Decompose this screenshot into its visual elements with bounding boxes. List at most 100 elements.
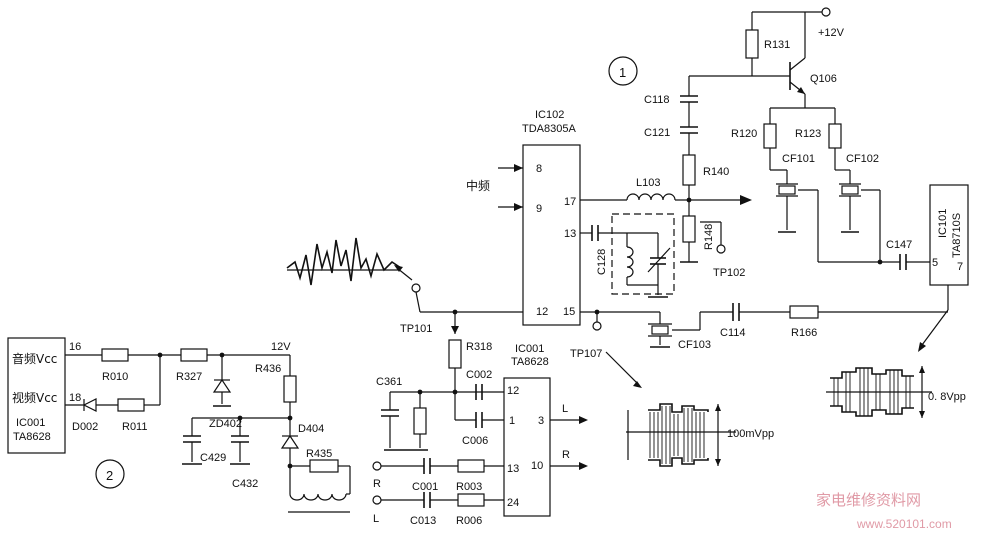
test-point-tp101 [411, 283, 421, 293]
label-q106: Q106 [810, 73, 837, 85]
label-d002: D002 [72, 421, 98, 433]
ic001-pin-3: 3 [538, 415, 544, 427]
ceramic-filter-cf102 [841, 185, 859, 195]
label-c001: C001 [412, 481, 438, 493]
ic102-pin-8: 8 [536, 163, 542, 175]
zener-zd402 [212, 378, 232, 393]
diode-d002 [82, 398, 97, 412]
ic001-pin-1: 1 [509, 415, 515, 427]
label-r010: R010 [102, 371, 128, 383]
label-0-8vpp: 0. 8Vpp [928, 391, 966, 403]
label-r327: R327 [176, 371, 202, 383]
label-c006: C006 [462, 435, 488, 447]
label-r436: R436 [255, 363, 281, 375]
label-c121: C121 [644, 127, 670, 139]
test-point-tp107 [592, 321, 602, 331]
resistor-r318 [448, 339, 462, 369]
resistor-r003 [457, 459, 485, 473]
ic001-left-pin-16: 16 [69, 341, 81, 353]
supply-12v-top: +12V [818, 27, 845, 39]
ic001-left-pin-18: 18 [69, 392, 81, 404]
label-tp102: TP102 [713, 267, 745, 279]
label-r003: R003 [456, 481, 482, 493]
resistor-r010 [101, 348, 129, 362]
ic102-pin-17: 17 [564, 196, 576, 208]
ic101-name: IC101 [937, 209, 949, 238]
resistor-r148 [682, 215, 696, 243]
resistor-r436 [283, 375, 297, 403]
ic001-right-box [503, 377, 551, 517]
input-jack-l [372, 495, 382, 505]
label-l-in: L [373, 513, 379, 525]
label-c114: C114 [720, 327, 745, 339]
section-marker-2 [95, 459, 125, 489]
ic102-pin-15: 15 [563, 306, 575, 318]
ic001-pin-12: 12 [507, 385, 519, 397]
ic001-right-part: TA8628 [511, 356, 549, 368]
label-cf103: CF103 [678, 339, 711, 351]
section-marker-1-label: 1 [619, 65, 626, 80]
resistor-r166 [789, 305, 819, 319]
label-if-input: 中频 [466, 178, 490, 193]
label-r011: R011 [122, 421, 147, 433]
resistor-c361-bias [413, 407, 427, 435]
label-zd402: ZD402 [209, 418, 242, 430]
label-l103: L103 [636, 177, 660, 189]
label-r-in: R [373, 478, 381, 490]
label-c432: C432 [232, 478, 258, 490]
supply-terminal-12v [821, 7, 831, 17]
label-r131: R131 [764, 39, 790, 51]
supply-12v-left: 12V [271, 341, 291, 353]
watermark-url: www.520101.com [856, 517, 952, 531]
label-r-out: R [562, 449, 570, 461]
resistor-r006 [457, 493, 485, 507]
label-100mvpp: 100mVpp [727, 428, 774, 440]
ic001-right-name: IC001 [515, 343, 544, 355]
ic001-left-part: TA8628 [13, 431, 51, 443]
label-r006: R006 [456, 515, 482, 527]
ic001-pin-13: 13 [507, 463, 519, 475]
watermark-text: 家电维修资料网 [816, 491, 921, 509]
ic001-pin-24: 24 [507, 497, 519, 509]
label-tp101: TP101 [400, 323, 432, 335]
ic001-pin-10: 10 [531, 460, 543, 472]
ceramic-filter-cf101 [778, 185, 796, 195]
resistor-r120 [763, 123, 777, 149]
label-d404: D404 [298, 423, 324, 435]
label-r140: R140 [703, 166, 729, 178]
ic001-left-box [7, 337, 66, 454]
label-c128: C128 [596, 249, 608, 275]
label-cf101: CF101 [782, 153, 815, 165]
label-l-out: L [562, 403, 568, 415]
waveform-ic101 [826, 366, 932, 418]
ic001-audio-vcc: 音频Vcc [12, 351, 57, 366]
ic102-pin-12: 12 [536, 306, 548, 318]
waveform-tp107 [626, 403, 736, 467]
tank-coil [626, 246, 634, 278]
resistor-r435 [309, 459, 339, 473]
label-r318: R318 [466, 341, 492, 353]
label-r120: R120 [731, 128, 757, 140]
label-c002: C002 [466, 369, 492, 381]
resistor-r011 [117, 398, 145, 412]
label-tp107: TP107 [570, 348, 602, 360]
noise-waveform [286, 237, 402, 286]
diode-d404 [280, 434, 300, 449]
section-marker-2-label: 2 [106, 468, 113, 483]
ic102-pin-9: 9 [536, 203, 542, 215]
label-c013: C013 [410, 515, 436, 527]
label-c429: C429 [200, 452, 226, 464]
ic101-box [929, 184, 969, 286]
label-r123: R123 [795, 128, 821, 140]
test-point-tp102 [716, 244, 726, 254]
label-r166: R166 [791, 327, 817, 339]
resistor-r140 [682, 154, 696, 186]
resistor-r123 [828, 123, 842, 149]
section-marker-1 [608, 56, 638, 86]
label-cf102: CF102 [846, 153, 879, 165]
label-r435: R435 [306, 448, 332, 460]
transformer-winding [289, 493, 347, 501]
ic102-part: TDA8305A [522, 123, 576, 135]
